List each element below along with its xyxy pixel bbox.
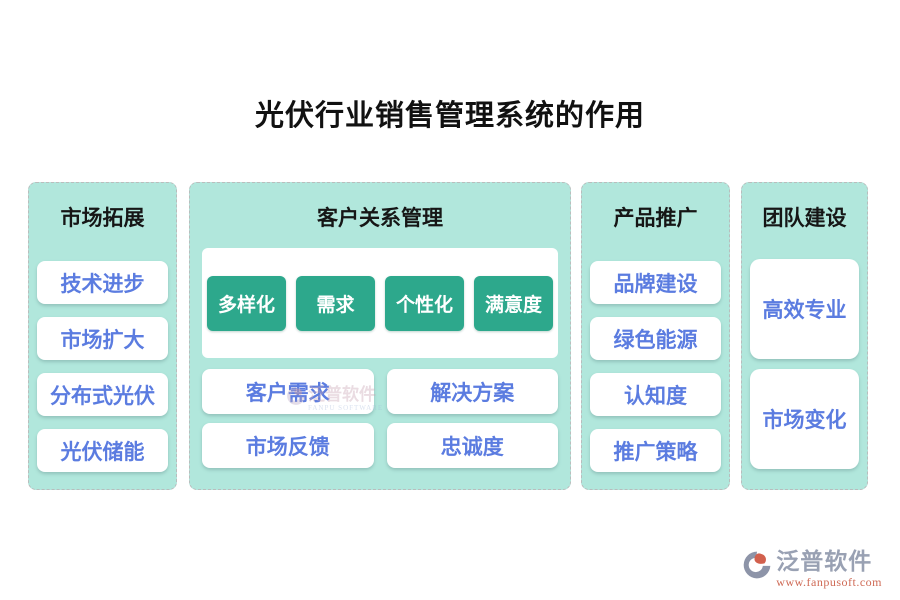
column-market-expansion: 市场拓展 技术进步 市场扩大 分布式光伏 光伏储能 xyxy=(28,182,177,490)
column-product-promotion: 产品推广 品牌建设 绿色能源 认知度 推广策略 xyxy=(581,182,730,490)
column-header: 团队建设 xyxy=(762,206,847,230)
column-header: 市场拓展 xyxy=(60,206,145,230)
badge: 需求 xyxy=(296,275,375,331)
column-header: 客户关系管理 xyxy=(317,206,443,230)
item-pill: 解决方案 xyxy=(386,369,558,414)
item-pill: 分布式光伏 xyxy=(37,373,168,416)
page-title: 光伏行业销售管理系统的作用 xyxy=(254,100,645,132)
column-team-building: 团队建设 高效专业 市场变化 xyxy=(741,182,868,490)
badge: 多样化 xyxy=(207,275,286,331)
item-pill: 技术进步 xyxy=(37,261,168,304)
item-pill: 认知度 xyxy=(590,373,721,416)
item-pill: 高效专业 xyxy=(750,259,859,359)
item-pill: 客户需求 xyxy=(202,369,374,414)
item-pill: 市场变化 xyxy=(750,369,859,469)
watermark-corner: 泛普软件 www.fanpusoft.com xyxy=(742,550,882,590)
item-pill: 推广策略 xyxy=(590,429,721,472)
badge: 满意度 xyxy=(474,275,553,331)
watermark-url: www.fanpusoft.com xyxy=(776,575,882,589)
item-pill: 品牌建设 xyxy=(590,261,721,304)
item-pill: 市场反馈 xyxy=(202,423,374,468)
badge-panel: 多样化 需求 个性化 满意度 xyxy=(202,248,558,358)
item-pill: 绿色能源 xyxy=(590,317,721,360)
item-pill: 市场扩大 xyxy=(37,317,168,360)
watermark-brand: 泛普软件 xyxy=(776,549,873,574)
badge: 个性化 xyxy=(385,275,464,331)
column-header: 产品推广 xyxy=(613,206,698,230)
fanpu-logo-icon xyxy=(743,551,771,579)
crm-grid: 客户需求 解决方案 市场反馈 忠诚度 xyxy=(202,369,558,468)
column-crm: 客户关系管理 多样化 需求 个性化 满意度 客户需求 解决方案 市场反馈 忠诚度 xyxy=(189,182,571,490)
item-pill: 忠诚度 xyxy=(386,423,558,468)
item-pill: 光伏储能 xyxy=(37,429,168,472)
